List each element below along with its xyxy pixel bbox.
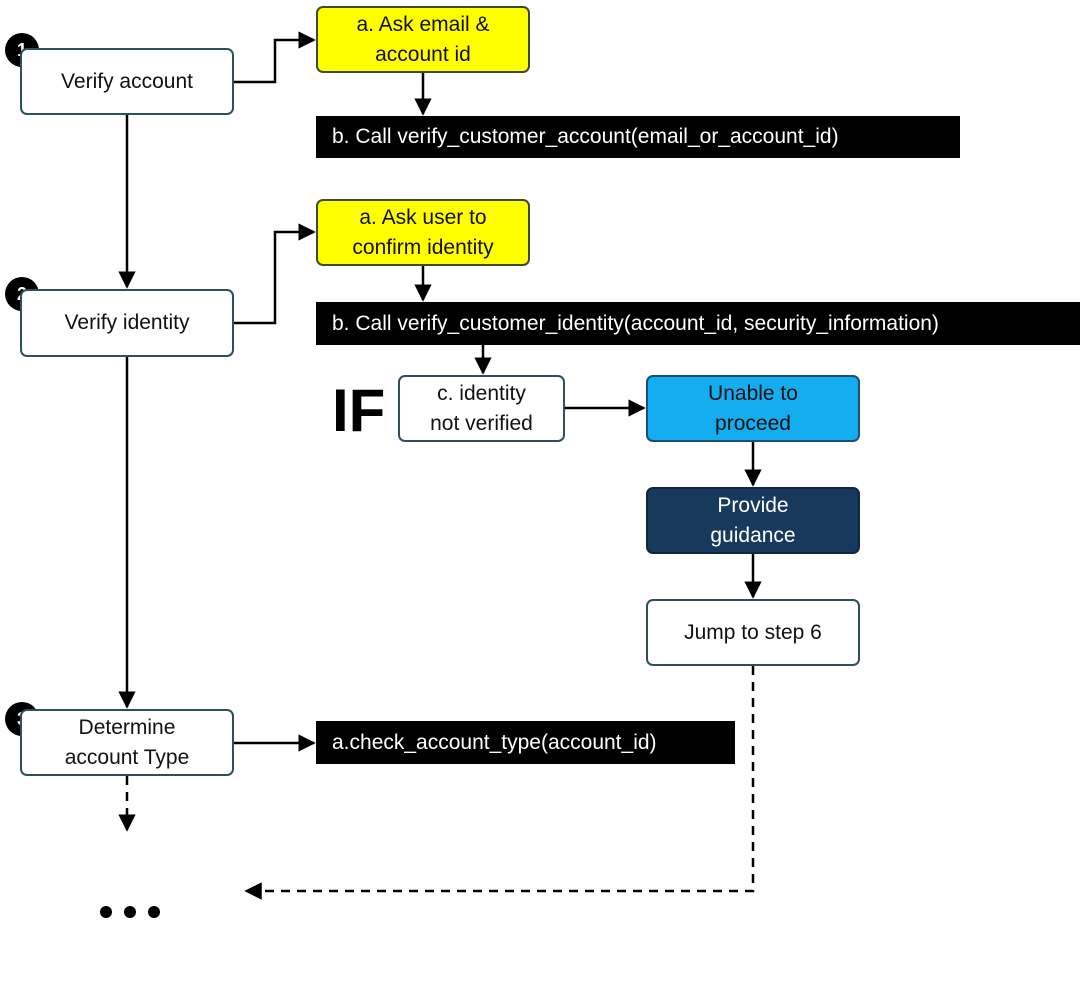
continuation-ellipsis bbox=[100, 906, 160, 918]
check-account-type-bar: a.check_account_type(account_id) bbox=[316, 721, 735, 764]
call-verify-account-bar: b. Call verify_customer_account(email_or… bbox=[316, 116, 960, 158]
check-account-type-label: a.check_account_type(account_id) bbox=[332, 730, 657, 754]
ellipsis-dot bbox=[124, 906, 136, 918]
step-verify-account-label: Verify account bbox=[61, 69, 193, 93]
if-keyword: IF bbox=[332, 377, 386, 444]
arrow-verify-account-to-ask-email bbox=[234, 31, 316, 84]
ask-email-label: a. Ask email & account id bbox=[356, 12, 490, 66]
ask-identity-label: a. Ask user to confirm identity bbox=[352, 205, 494, 259]
step-verify-account: Verify account bbox=[20, 48, 234, 115]
arrow-verify-identity-to-ask-identity bbox=[234, 223, 316, 325]
jump-to-step-6-box: Jump to step 6 bbox=[646, 599, 860, 666]
condition-label: c. identity not verified bbox=[430, 381, 533, 435]
ellipsis-dot bbox=[100, 906, 112, 918]
unable-to-proceed-label: Unable to proceed bbox=[708, 381, 798, 435]
ask-identity-box: a. Ask user to confirm identity bbox=[316, 199, 530, 266]
provide-guidance-label: Provide guidance bbox=[710, 493, 796, 547]
step-determine-account-type-label: Determine account Type bbox=[64, 715, 190, 769]
call-verify-identity-bar: b. Call verify_customer_identity(account… bbox=[316, 302, 1080, 345]
unable-to-proceed-box: Unable to proceed bbox=[646, 375, 860, 442]
ask-email-box: a. Ask email & account id bbox=[316, 6, 530, 73]
step-verify-identity-label: Verify identity bbox=[64, 311, 190, 334]
step-verify-identity: Verify identity bbox=[20, 289, 234, 357]
call-verify-account-label: b. Call verify_customer_account(email_or… bbox=[332, 125, 839, 148]
provide-guidance-box: Provide guidance bbox=[646, 487, 860, 554]
step-determine-account-type: Determine account Type bbox=[20, 709, 234, 776]
dashed-arrow-jump-to-ellipsis bbox=[244, 666, 755, 900]
ellipsis-dot bbox=[148, 906, 160, 918]
condition-identity-not-verified: c. identity not verified bbox=[398, 375, 565, 442]
jump-to-step-6-label: Jump to step 6 bbox=[684, 620, 822, 644]
call-verify-identity-label: b. Call verify_customer_identity(account… bbox=[332, 311, 939, 335]
